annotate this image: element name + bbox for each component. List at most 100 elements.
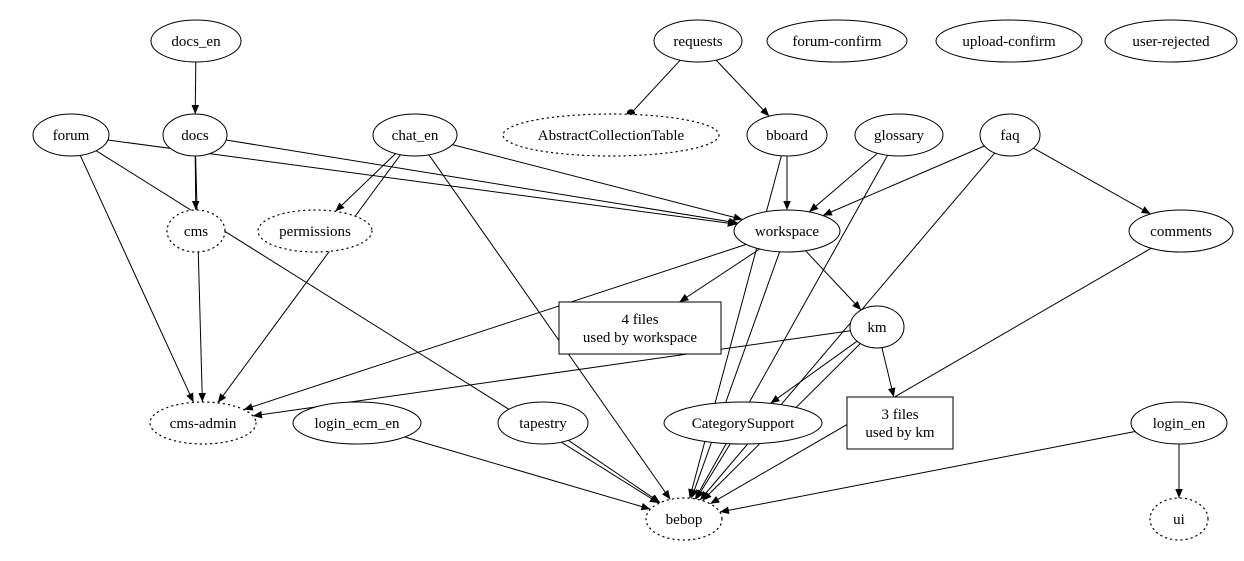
- node-label-ui: ui: [1173, 512, 1185, 528]
- node-ellipse-upload-confirm: [935, 19, 1083, 63]
- node-ellipse-docs_en: [150, 19, 242, 63]
- node-label-cms-admin: cms-admin: [170, 416, 237, 432]
- node-label-login_en: login_en: [1153, 416, 1206, 432]
- edge-workspace-to-bebop: [690, 251, 781, 499]
- edge-docs-to-workspace: [226, 139, 738, 226]
- node-label-cms: cms: [184, 224, 208, 240]
- node-requests: requests: [653, 19, 743, 63]
- node-ellipse-workspace: [733, 209, 841, 253]
- edge-docs-to-cms: [191, 155, 200, 211]
- node-ellipse-CategorySupport: [663, 401, 823, 445]
- node-ui: ui: [1149, 497, 1209, 541]
- edge-workspace-to-km: [805, 250, 862, 311]
- node-ellipse-login_ecm_en: [292, 401, 422, 445]
- node-cms: cms: [166, 209, 226, 253]
- node-ellipse-tapestry: [497, 401, 589, 445]
- node-CategorySupport: CategorySupport: [663, 401, 823, 445]
- node-label-forum: forum: [53, 128, 90, 144]
- node-bebop: bebop: [645, 497, 723, 541]
- node-ellipse-cms: [166, 209, 226, 253]
- edge-chat_en-to-workspace: [452, 144, 743, 221]
- node-docs_en: docs_en: [150, 19, 242, 63]
- edge-chat_en-to-permissions: [335, 153, 396, 212]
- node-label-forum-confirm: forum-confirm: [792, 34, 881, 50]
- node-ellipse-ui: [1149, 497, 1209, 541]
- node-label-permissions: permissions: [279, 224, 351, 240]
- edge-docs-to-cms-admin: [195, 155, 206, 403]
- node-ellipse-chat_en: [372, 113, 458, 157]
- nodes-layer: docs_en requests forum-confirm upload-confi…: [32, 19, 1238, 541]
- node-label-tapestry: tapestry: [519, 416, 567, 432]
- node-km: km: [849, 305, 905, 349]
- node-ellipse-glossary: [854, 113, 944, 157]
- node-ellipse-user-rejected: [1104, 19, 1238, 63]
- node-glossary: glossary: [854, 113, 944, 157]
- node-faq: faq: [979, 113, 1041, 157]
- node-login_ecm_en: login_ecm_en: [292, 401, 422, 445]
- node-label-upload-confirm: upload-confirm: [962, 34, 1056, 50]
- node-box-files4: [558, 301, 722, 355]
- edge-workspace-to-files4: [679, 248, 760, 303]
- node-label-faq: faq: [1000, 128, 1020, 144]
- edge-requests-to-AbstractCollectionTable: [626, 59, 681, 118]
- node-ellipse-AbstractCollectionTable: [502, 113, 720, 157]
- node-label-km: km: [867, 320, 887, 336]
- node-bboard: bboard: [746, 113, 828, 157]
- node-ellipse-bebop: [645, 497, 723, 541]
- node-tapestry: tapestry: [497, 401, 589, 445]
- node-user-rejected: user-rejected: [1104, 19, 1238, 63]
- node-forum: forum: [32, 113, 110, 157]
- edge-forum-to-cms-admin: [79, 155, 194, 403]
- node-ellipse-requests: [653, 19, 743, 63]
- edge-km-to-CategorySupport: [770, 340, 858, 404]
- node-label-user-rejected: user-rejected: [1132, 34, 1210, 50]
- node-ellipse-bboard: [746, 113, 828, 157]
- edge-glossary-to-workspace: [808, 152, 878, 213]
- node-docs: docs: [162, 113, 228, 157]
- node-upload-confirm: upload-confirm: [935, 19, 1083, 63]
- node-label-docs: docs: [181, 128, 209, 144]
- node-label-glossary: glossary: [874, 128, 924, 144]
- edge-workspace-to-cms-admin: [243, 243, 747, 411]
- node-chat_en: chat_en: [372, 113, 458, 157]
- edge-faq-to-workspace: [822, 145, 985, 216]
- edge-faq-to-comments: [1033, 147, 1151, 215]
- node-label-bebop: bebop: [666, 512, 703, 528]
- node-label-workspace: workspace: [755, 224, 819, 240]
- node-ellipse-docs: [162, 113, 228, 157]
- node-comments: comments: [1128, 209, 1234, 253]
- node-ellipse-forum: [32, 113, 110, 157]
- node-forum-confirm: forum-confirm: [766, 19, 908, 63]
- node-ellipse-permissions: [257, 209, 373, 253]
- node-ellipse-cms-admin: [149, 401, 257, 445]
- edges-layer: [79, 59, 1183, 514]
- node-box-files3: [846, 396, 954, 450]
- edge-tapestry-to-bebop: [568, 439, 661, 504]
- node-label-comments: comments: [1150, 224, 1212, 240]
- node-ellipse-login_en: [1130, 401, 1228, 445]
- edge-login_en-to-bebop: [719, 431, 1136, 514]
- node-ellipse-faq: [979, 113, 1041, 157]
- node-ellipse-forum-confirm: [766, 19, 908, 63]
- node-label-login_ecm_en: login_ecm_en: [315, 416, 400, 432]
- node-ellipse-comments: [1128, 209, 1234, 253]
- node-label-docs_en: docs_en: [171, 34, 221, 50]
- edge-chat_en-to-bebop: [428, 154, 671, 500]
- node-label-requests: requests: [673, 34, 722, 50]
- node-label-bboard: bboard: [766, 128, 808, 144]
- node-ellipse-km: [849, 305, 905, 349]
- node-workspace: workspace: [733, 209, 841, 253]
- edge-requests-to-bboard: [715, 59, 770, 117]
- node-label-chat_en: chat_en: [392, 128, 439, 144]
- node-login_en: login_en: [1130, 401, 1228, 445]
- edge-login_ecm_en-to-bebop: [404, 436, 651, 511]
- edge-forum-to-bebop: [95, 150, 660, 504]
- edge-comments-to-bebop: [709, 247, 1152, 505]
- edge-chat_en-to-cms-admin: [217, 154, 401, 404]
